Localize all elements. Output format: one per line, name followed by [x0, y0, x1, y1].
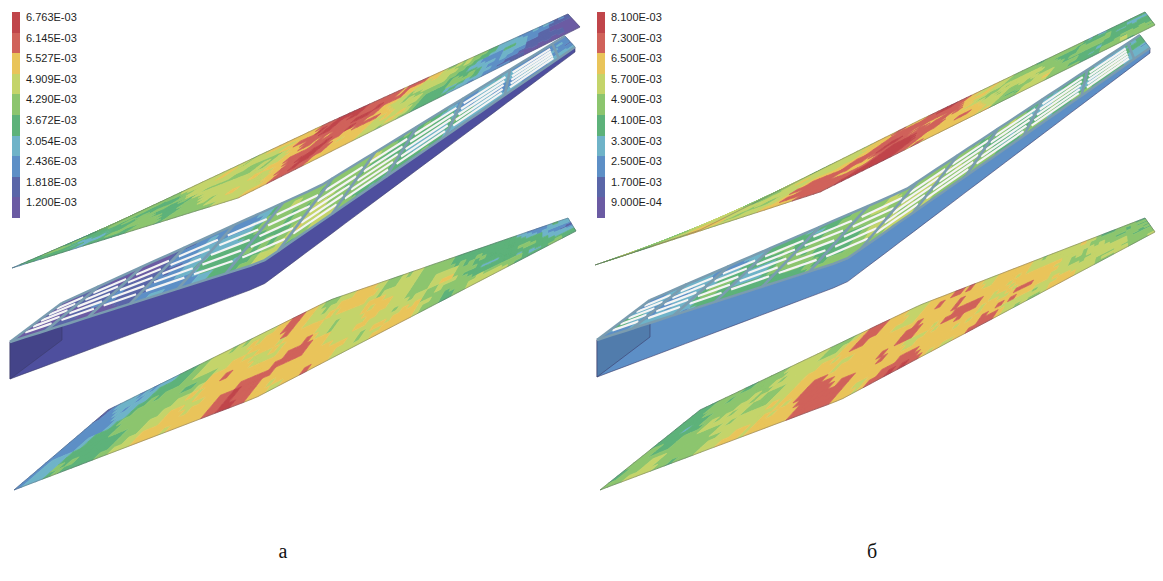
stringer [453, 93, 502, 126]
rib [1128, 43, 1134, 59]
contour-band [620, 34, 1128, 256]
contour-band [621, 231, 1155, 482]
contour-band [36, 42, 571, 333]
legend-swatch [597, 53, 605, 74]
rib [632, 284, 686, 328]
wing-skin [600, 218, 1155, 490]
legend-value: 4.900E-03 [611, 93, 662, 106]
legend-swatch [597, 136, 605, 157]
surface-outline [14, 218, 576, 490]
legend-swatch [12, 177, 20, 198]
rib [674, 266, 729, 315]
legend-swatch [12, 74, 20, 95]
legend-value: 6.145E-03 [26, 32, 77, 45]
legend-value: 5.527E-03 [26, 52, 77, 65]
stringer [976, 131, 1023, 164]
legend-swatch [12, 53, 20, 74]
stringer [876, 204, 918, 233]
legend-value: 3.054E-03 [26, 135, 77, 148]
legend-value: 1.200E-03 [26, 196, 77, 209]
stringer [1087, 59, 1129, 88]
legend-swatch [597, 115, 605, 136]
legend-value: 3.300E-03 [611, 135, 662, 148]
stringer [293, 204, 336, 233]
front-spar [597, 48, 1150, 340]
contour-band [779, 95, 971, 202]
contour-band [714, 241, 1087, 448]
legend-swatch [597, 156, 605, 177]
legend-swatch [12, 33, 20, 54]
legend-swatch [12, 197, 20, 218]
legend-swatch [597, 177, 605, 198]
contour-band [129, 274, 454, 446]
rib [332, 152, 375, 213]
rib [386, 127, 417, 177]
contour-band [610, 35, 1145, 330]
legend-swatch [597, 74, 605, 95]
surface-outline [10, 36, 575, 342]
surface-outline [597, 35, 1150, 340]
contour-band [863, 119, 1017, 241]
legend-value: 6.763E-03 [26, 11, 77, 24]
legend-swatch [12, 136, 20, 157]
wing-skin [14, 218, 576, 490]
legend-value: 5.700E-03 [611, 73, 662, 86]
stringer [1088, 56, 1129, 84]
stringer [981, 126, 1027, 157]
legend-value: 4.100E-03 [611, 114, 662, 127]
contour-band [107, 264, 507, 454]
legend-swatch [597, 12, 605, 33]
legend-swatch [12, 94, 20, 115]
stringer [219, 229, 258, 245]
legend-swatch [12, 156, 20, 177]
legend-value: 7.300E-03 [611, 32, 662, 45]
rib [552, 44, 559, 58]
legend-value: 4.909E-03 [26, 73, 77, 86]
legend-value: 3.672E-03 [26, 114, 77, 127]
contour-band [201, 312, 314, 419]
rib [278, 178, 333, 251]
wing-skin [595, 12, 1155, 265]
legend-swatch [12, 12, 20, 33]
contour-band [50, 235, 562, 476]
stringer [511, 56, 553, 84]
legend-value: 1.818E-03 [26, 176, 77, 189]
wing-skin [12, 14, 580, 268]
contour-band [600, 219, 1154, 490]
contour-band [20, 43, 516, 265]
legend-value: 9.000E-04 [611, 196, 662, 209]
stringer [796, 240, 834, 255]
surface-outline [12, 14, 580, 268]
legend-swatch [597, 197, 605, 218]
legend-swatch [597, 33, 605, 54]
rib [46, 286, 99, 330]
contour-band [215, 387, 242, 414]
legend-swatch [12, 115, 20, 136]
contour-band [43, 222, 576, 480]
legend-value: 6.500E-03 [611, 52, 662, 65]
front-spar [10, 47, 575, 342]
wing-structure [597, 35, 1150, 377]
rib [966, 129, 998, 176]
legend-value: 4.290E-03 [26, 93, 77, 106]
stringer [456, 89, 503, 120]
legend-value: 2.436E-03 [26, 155, 77, 168]
stringer [926, 169, 968, 198]
legend-value: 2.500E-03 [611, 155, 662, 168]
surface-outline [595, 12, 1155, 265]
panel-label: а [279, 540, 288, 563]
stringer [510, 58, 553, 87]
contour-band [235, 115, 460, 270]
contour-band [786, 280, 1034, 420]
rib [913, 155, 957, 212]
surface-outline [600, 218, 1155, 490]
panel-label: б [867, 540, 877, 563]
contour-band [883, 359, 909, 376]
legend-value: 1.700E-03 [611, 176, 662, 189]
legend-swatch [597, 94, 605, 115]
legend-value: 8.100E-03 [611, 11, 662, 24]
